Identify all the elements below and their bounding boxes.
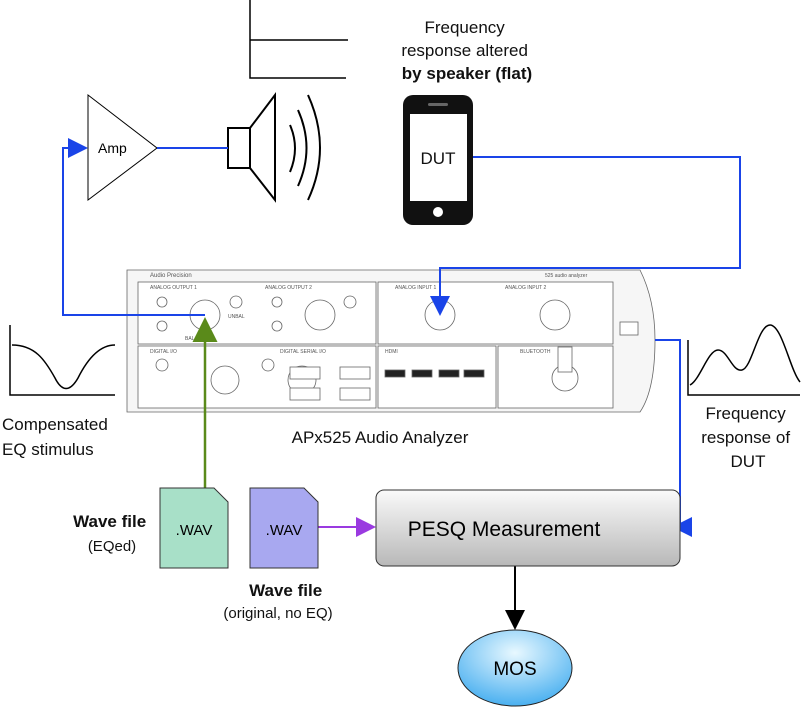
svg-text:ANALOG INPUT 2: ANALOG INPUT 2: [505, 285, 547, 291]
svg-text:Audio Precision: Audio Precision: [150, 273, 192, 279]
dut-response-graph: [687, 324, 801, 396]
right-caption: Frequency response of DUT: [701, 404, 795, 471]
dut-label: DUT: [421, 149, 456, 168]
svg-text:BLUETOOTH: BLUETOOTH: [520, 349, 551, 355]
svg-text:UNBAL: UNBAL: [228, 314, 245, 320]
svg-text:525 audio analyzer: 525 audio analyzer: [545, 273, 588, 279]
pesq-measurement-box: [375, 489, 681, 567]
left-caption: Compensated EQ stimulus: [2, 415, 113, 459]
wav-eq-caption: Wave file (EQed): [73, 512, 151, 555]
svg-text:ANALOG INPUT 1: ANALOG INPUT 1: [395, 285, 437, 291]
svg-text:.WAV: .WAV: [176, 522, 213, 539]
wav-file-eq-icon: .WAV: [159, 487, 229, 569]
wav-file-original-icon: .WAV: [249, 487, 319, 569]
dut-phone: [403, 95, 473, 225]
eq-stimulus-graph: [9, 325, 116, 396]
mos-label: MOS: [493, 659, 536, 680]
svg-text:DIGITAL SERIAL I/O: DIGITAL SERIAL I/O: [280, 349, 326, 355]
dut-to-input-arrow: [430, 156, 741, 316]
mos-ellipse: [457, 629, 573, 707]
wav-original-caption: Wave file (original, no EQ): [223, 581, 332, 622]
svg-text:DIGITAL I/O: DIGITAL I/O: [150, 349, 177, 355]
svg-text:BALANCED: BALANCED: [185, 336, 212, 342]
analyzer-caption: APx525 Audio Analyzer: [292, 428, 469, 447]
svg-text:HDMI: HDMI: [385, 349, 398, 355]
flat-response-graph: [249, 0, 348, 79]
amp-triangle: [87, 93, 158, 202]
apx525-analyzer-panel: [126, 269, 656, 413]
amp-label: Amp: [98, 140, 127, 156]
speaker-caption: Frequency response altered by speaker (f…: [401, 18, 532, 83]
svg-text:ANALOG OUTPUT 1: ANALOG OUTPUT 1: [150, 285, 197, 291]
svg-text:ANALOG OUTPUT 2: ANALOG OUTPUT 2: [265, 285, 312, 291]
output-to-amp-arrow: [62, 138, 205, 316]
speaker-icon: [227, 92, 321, 203]
svg-text:.WAV: .WAV: [266, 522, 303, 539]
pesq-label: PESQ Measurement: [408, 518, 601, 541]
